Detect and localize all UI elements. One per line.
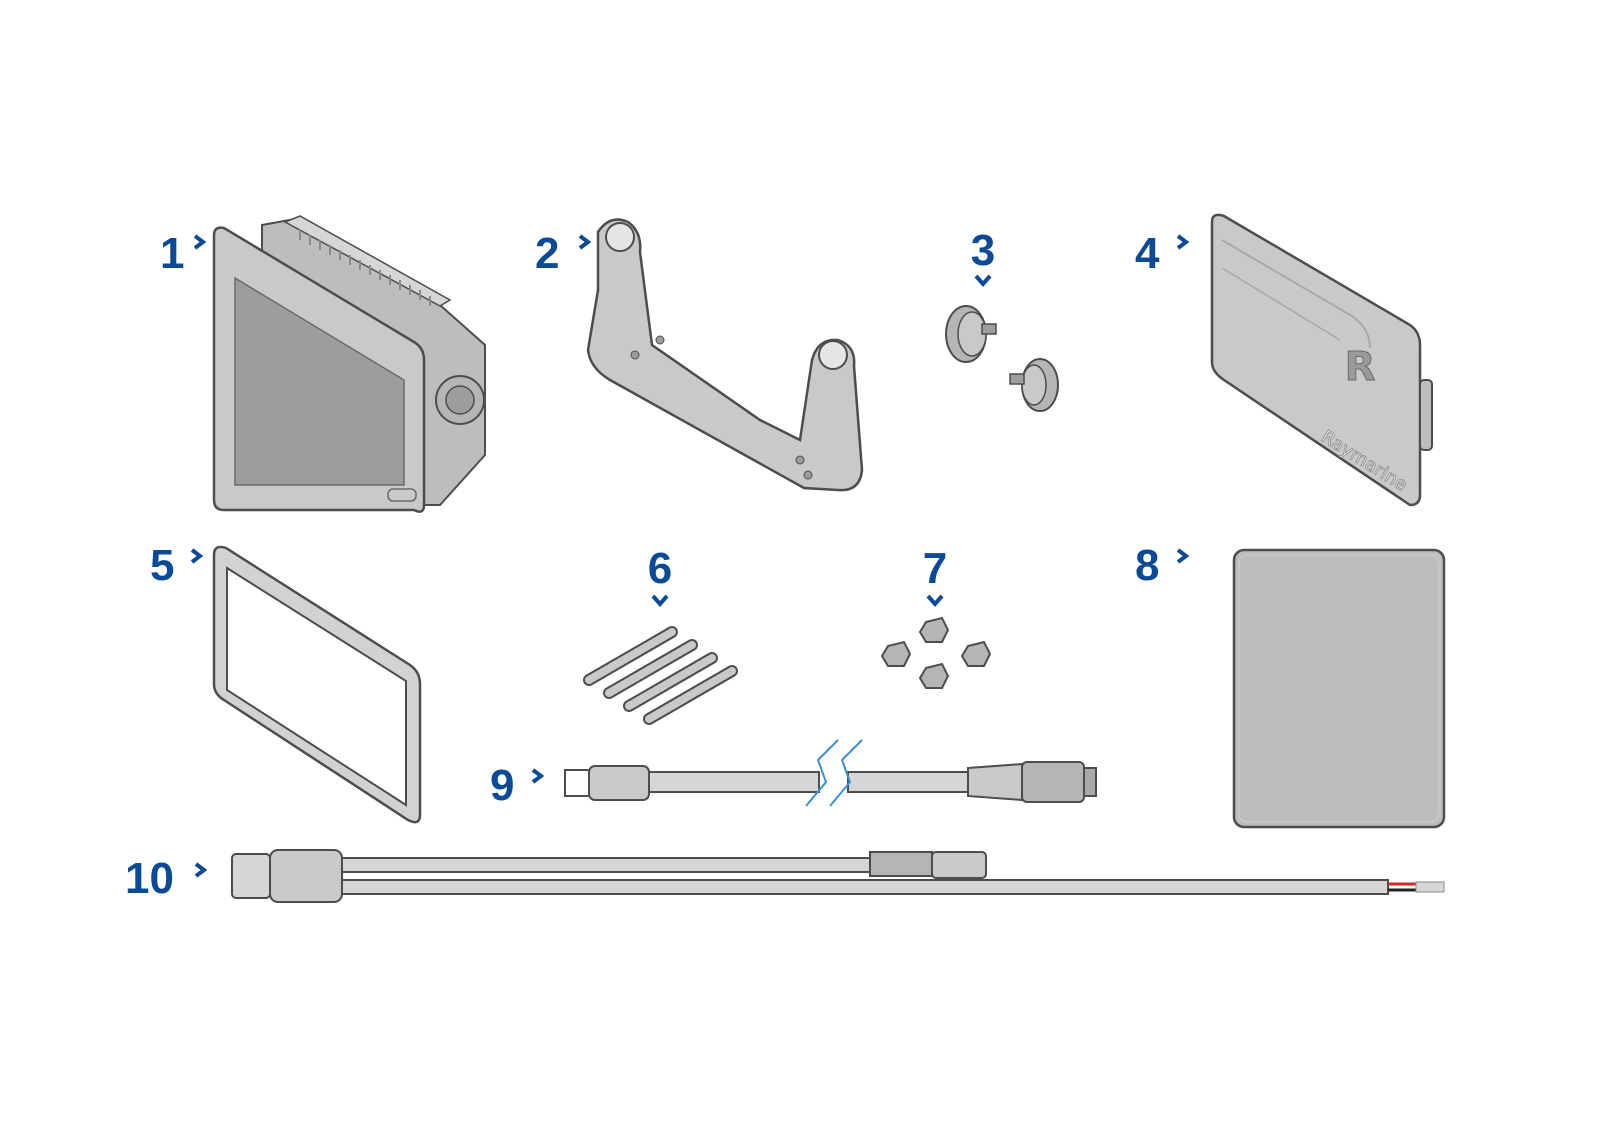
chevron-right-icon	[193, 234, 207, 250]
callout-4: 4	[1135, 229, 1160, 278]
callout-5: 5	[150, 541, 174, 590]
callout-9: 9	[490, 761, 514, 810]
callout-10: 10	[125, 854, 174, 903]
chevron-down-icon	[974, 274, 992, 288]
bracket-knobs	[945, 305, 1059, 412]
chevron-down-icon	[651, 594, 669, 608]
callout-1: 1	[160, 229, 184, 278]
documentation-pack	[1232, 548, 1446, 829]
sun-cover-logo: R	[1345, 344, 1376, 390]
thumb-nuts	[880, 616, 992, 689]
sun-cover: R Raymarine	[1210, 213, 1433, 507]
threaded-studs	[583, 626, 738, 725]
callout-6: 6	[648, 544, 672, 593]
callouts: 1 2 3 4 5 6 7 8 9 10	[125, 226, 1190, 903]
adaptor-cable	[564, 761, 1097, 803]
chevron-right-icon	[1176, 548, 1190, 564]
trunnion-bracket	[586, 218, 864, 492]
cable-break-marks	[805, 739, 863, 807]
chevron-right-icon	[531, 768, 545, 784]
callout-3: 3	[971, 226, 995, 275]
power-data-cable	[231, 849, 1445, 903]
callout-8: 8	[1135, 541, 1159, 590]
display-unit	[212, 215, 486, 513]
panel-gasket	[212, 545, 422, 824]
chevron-down-icon	[926, 594, 944, 608]
callout-7: 7	[923, 544, 947, 593]
chevron-right-icon	[578, 234, 592, 250]
chevron-right-icon	[1176, 234, 1190, 250]
chevron-right-icon	[194, 862, 208, 878]
chevron-right-icon	[190, 548, 204, 564]
callout-2: 2	[535, 229, 559, 278]
